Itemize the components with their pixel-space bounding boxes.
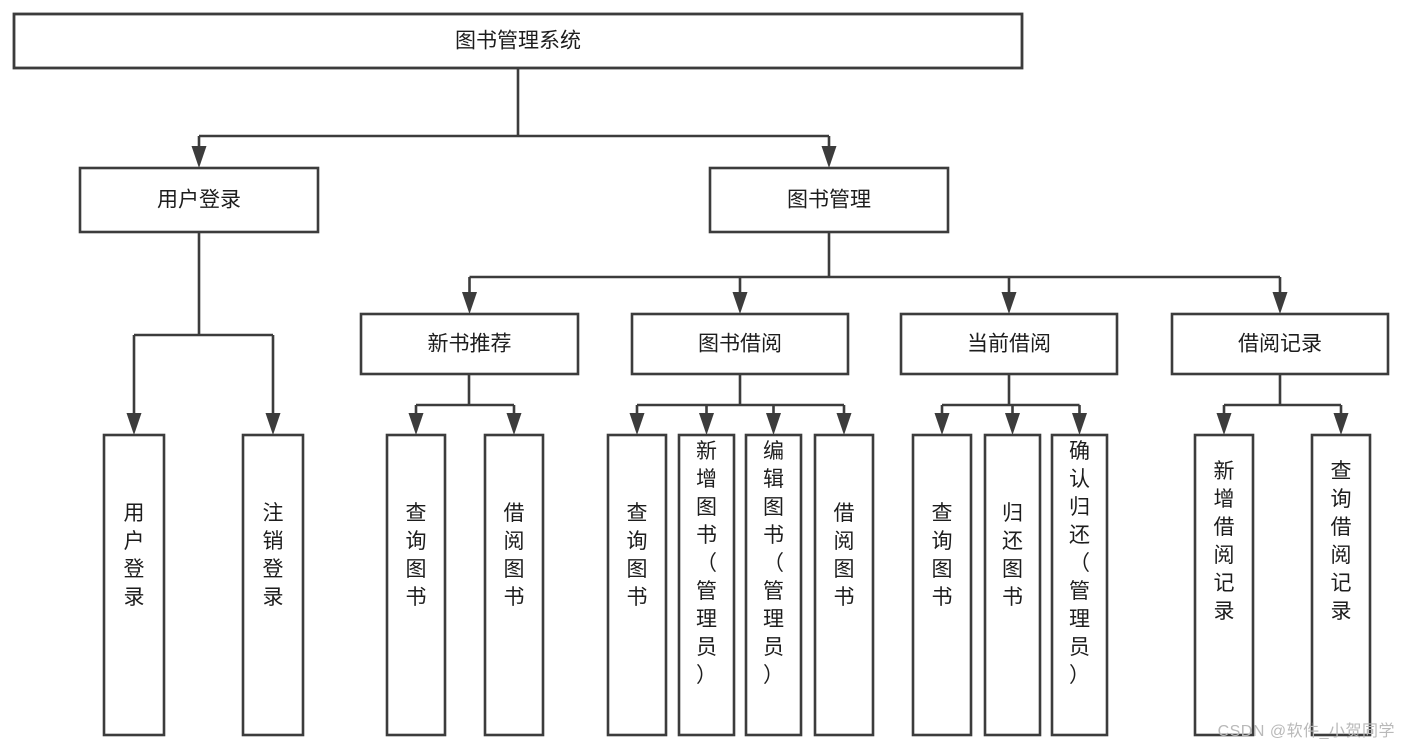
node-label: 新增图书（管理员）: [696, 440, 717, 687]
arrow-head-icon: [408, 413, 424, 435]
node-box[interactable]: [630, 312, 850, 376]
node-leaf-return-book[interactable]: 归还图书: [983, 433, 1042, 737]
arrow-head-icon: [265, 413, 281, 435]
arrow-head-icon: [821, 146, 837, 168]
node-box[interactable]: [983, 433, 1042, 737]
node-label: 查询借阅记录: [1331, 460, 1352, 623]
node-label: 用户登录: [157, 189, 241, 212]
arrow-head-icon: [191, 146, 207, 168]
node-label: 查询图书: [932, 502, 953, 609]
node-user-login[interactable]: 用户登录: [78, 166, 320, 234]
arrow-head-icon: [1216, 413, 1232, 435]
node-label: 借阅记录: [1238, 333, 1322, 356]
node-leaf-query-book-recommend[interactable]: 查询图书: [385, 433, 447, 737]
node-leaf-edit-book-admin[interactable]: 编辑图书（管理员）: [744, 433, 803, 737]
node-label: 图书借阅: [698, 333, 782, 356]
node-label: 图书管理: [787, 189, 871, 212]
node-label: 当前借阅: [967, 333, 1051, 356]
node-box[interactable]: [359, 312, 580, 376]
node-leaf-query-book-current[interactable]: 查询图书: [911, 433, 973, 737]
arrow-head-icon: [836, 413, 852, 435]
node-leaf-query-book-borrow[interactable]: 查询图书: [606, 433, 668, 737]
arrow-head-icon: [934, 413, 950, 435]
node-box[interactable]: [813, 433, 875, 737]
arrow-head-icon: [1072, 413, 1087, 435]
node-box[interactable]: [1310, 433, 1372, 737]
node-label: 归还图书: [1002, 502, 1023, 609]
node-box[interactable]: [102, 433, 166, 737]
node-label: 查询图书: [627, 502, 648, 609]
node-leaf-logout-login[interactable]: 注销登录: [241, 433, 305, 737]
node-box[interactable]: [78, 166, 320, 234]
node-leaf-query-borrow-record[interactable]: 查询借阅记录: [1310, 433, 1372, 737]
node-label: 新书推荐: [428, 333, 512, 356]
arrow-head-icon: [1333, 413, 1349, 435]
node-leaf-borrow-book[interactable]: 借阅图书: [813, 433, 875, 737]
node-box[interactable]: [483, 433, 545, 737]
node-box[interactable]: [241, 433, 305, 737]
connector-layer: [126, 68, 1349, 435]
arrow-head-icon: [732, 292, 748, 314]
node-label: 注销登录: [263, 502, 284, 609]
node-root[interactable]: 图书管理系统: [12, 12, 1024, 70]
node-box[interactable]: [911, 433, 973, 737]
node-leaf-user-login[interactable]: 用户登录: [102, 433, 166, 737]
arrow-head-icon: [1272, 292, 1288, 314]
node-leaf-add-book-admin[interactable]: 新增图书（管理员）: [677, 433, 736, 737]
node-box[interactable]: [1193, 433, 1255, 737]
node-label: 确认归还（管理员）: [1069, 440, 1090, 687]
node-current-borrow[interactable]: 当前借阅: [899, 312, 1119, 376]
node-book-borrow[interactable]: 图书借阅: [630, 312, 850, 376]
arrow-head-icon: [126, 413, 142, 435]
arrow-head-icon: [1001, 292, 1017, 314]
node-label: 编辑图书（管理员）: [763, 440, 784, 687]
node-book-management[interactable]: 图书管理: [708, 166, 950, 234]
node-label: 图书管理系统: [455, 30, 581, 53]
node-borrow-record[interactable]: 借阅记录: [1170, 312, 1390, 376]
arrow-head-icon: [699, 413, 714, 435]
node-label: 新增借阅记录: [1214, 460, 1235, 623]
arrow-head-icon: [462, 292, 477, 314]
node-box[interactable]: [385, 433, 447, 737]
node-leaf-borrow-book-recommend[interactable]: 借阅图书: [483, 433, 545, 737]
node-new-book-recommend[interactable]: 新书推荐: [359, 312, 580, 376]
node-box[interactable]: [1170, 312, 1390, 376]
node-box[interactable]: [899, 312, 1119, 376]
node-label: 借阅图书: [834, 502, 855, 609]
node-box[interactable]: [677, 433, 736, 737]
arrow-head-icon: [629, 413, 645, 435]
node-label: 用户登录: [124, 502, 145, 609]
node-box[interactable]: [606, 433, 668, 737]
node-leaf-confirm-return-admin[interactable]: 确认归还（管理员）: [1050, 433, 1109, 737]
node-label: 借阅图书: [504, 502, 525, 609]
arrow-head-icon: [1005, 413, 1020, 435]
node-layer: 图书管理系统用户登录图书管理新书推荐图书借阅当前借阅借阅记录用户登录注销登录查询…: [12, 12, 1390, 737]
arrow-head-icon: [506, 413, 522, 435]
node-leaf-add-borrow-record[interactable]: 新增借阅记录: [1193, 433, 1255, 737]
node-box[interactable]: [1050, 433, 1109, 737]
node-box[interactable]: [12, 12, 1024, 70]
csdn-watermark: CSDN @软件_小贺同学: [1217, 723, 1395, 740]
node-label: 查询图书: [406, 502, 427, 609]
arrow-head-icon: [766, 413, 781, 435]
node-box[interactable]: [708, 166, 950, 234]
node-box[interactable]: [744, 433, 803, 737]
